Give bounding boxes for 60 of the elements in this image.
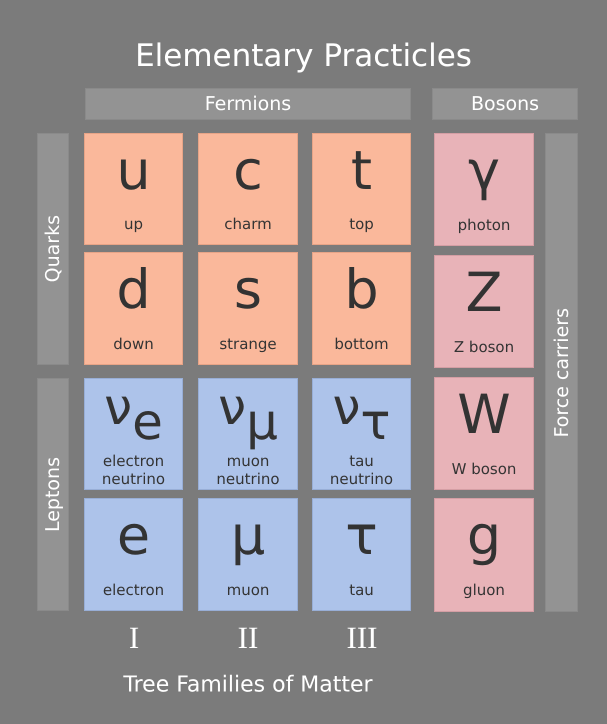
category-label: Fermions xyxy=(204,92,292,116)
particle-card xyxy=(434,133,534,246)
particle-name: W boson xyxy=(452,458,516,478)
category-bar xyxy=(545,133,578,612)
particle-name: muon neutrino xyxy=(215,452,281,488)
particle-name: gluon xyxy=(463,580,505,600)
particle-card xyxy=(84,378,183,490)
particle-symbol: t xyxy=(350,144,372,198)
particle-symbol: W xyxy=(457,388,511,442)
diagram-title: Elementary Practicles xyxy=(135,37,472,76)
particle-symbol: d xyxy=(116,263,151,317)
particle-card xyxy=(312,378,411,490)
particle-name: muon xyxy=(226,580,270,600)
particle-symbol: γ xyxy=(468,144,500,198)
particle-card xyxy=(434,377,534,490)
particle-name: photon xyxy=(458,214,510,234)
particle-card xyxy=(312,498,411,611)
category-label: Leptons xyxy=(41,456,65,532)
particle-symbol: g xyxy=(466,509,502,563)
particle-symbol: μ xyxy=(230,509,266,563)
particle-name: charm xyxy=(224,214,272,234)
particle-symbol: b xyxy=(344,263,379,317)
particle-name: electron neutrino xyxy=(100,452,166,488)
particle-symbol: s xyxy=(234,263,262,317)
particle-card xyxy=(434,498,534,612)
particle-symbol: e xyxy=(116,509,150,563)
category-bar xyxy=(432,88,578,120)
particle-name: up xyxy=(124,214,144,234)
axis-caption: Tree Families of Matter xyxy=(123,672,373,698)
particle-card xyxy=(84,133,183,245)
family-numeral: II xyxy=(238,620,258,656)
particle-name: tau xyxy=(349,580,374,600)
family-numeral: I xyxy=(128,620,140,656)
particle-card xyxy=(198,378,298,490)
particle-symbol: τ xyxy=(345,509,378,563)
particle-card xyxy=(84,252,183,365)
category-bar xyxy=(37,133,69,365)
particle-card xyxy=(434,255,534,368)
family-numeral: III xyxy=(346,620,378,656)
category-label: Bosons xyxy=(470,92,540,116)
particle-name: strange xyxy=(219,334,277,354)
particle-card xyxy=(198,498,298,611)
particle-name: electron xyxy=(102,580,164,600)
particle-symbol: c xyxy=(233,144,263,198)
particle-name: bottom xyxy=(334,334,389,354)
particle-symbol: u xyxy=(116,144,151,198)
particle-card xyxy=(312,133,411,245)
particle-symbol: Z xyxy=(466,266,502,320)
particle-name: down xyxy=(113,334,154,354)
particle-card xyxy=(312,252,411,365)
particle-card xyxy=(198,133,298,245)
category-label: Quarks xyxy=(41,215,65,283)
particle-card xyxy=(84,498,183,611)
category-label: Force carriers xyxy=(550,308,574,438)
particle-name: top xyxy=(349,214,374,234)
particle-name: tau neutrino xyxy=(328,452,394,488)
particle-card xyxy=(198,252,298,365)
category-bar xyxy=(85,88,411,120)
category-bar xyxy=(37,378,69,611)
particle-name: Z boson xyxy=(454,336,514,356)
